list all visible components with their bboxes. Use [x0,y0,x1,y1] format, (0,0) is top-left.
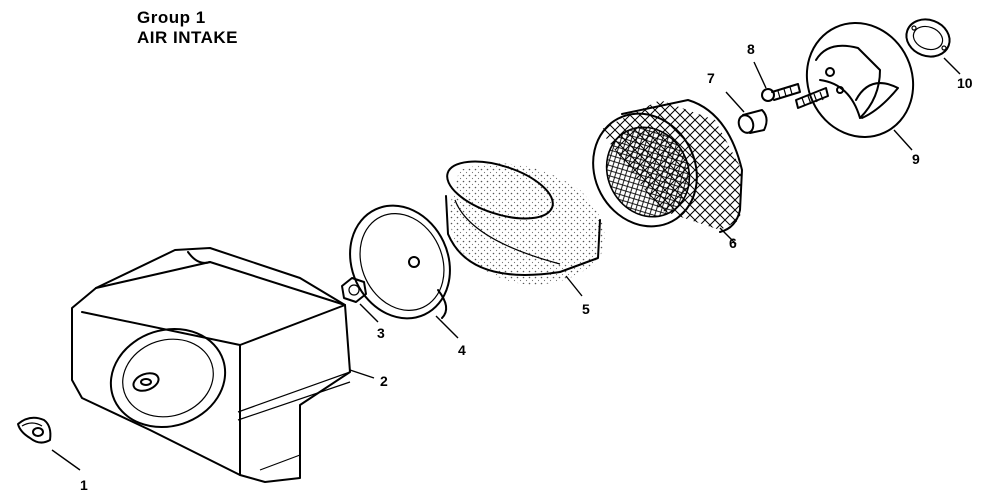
wing-nut-part [17,416,52,444]
leader-line-2 [349,369,375,379]
leader-line-1 [51,449,81,471]
back-plate-part [795,22,915,138]
callout-7: 7 [707,70,715,86]
spacer-part [737,109,768,134]
callout-10: 10 [957,75,973,91]
diagram-title-group: Group 1 [137,8,206,27]
leader-line-10 [943,57,961,75]
callout-3: 3 [377,325,385,341]
callout-1: 1 [80,477,88,493]
callout-9: 9 [912,151,920,167]
leader-line-4 [435,315,459,339]
callout-2: 2 [380,373,388,389]
pre-cleaner-part [445,160,605,285]
leader-line-6 [719,227,737,245]
callout-4: 4 [458,342,466,358]
leader-line-7 [725,91,745,113]
callout-6: 6 [729,235,737,251]
callout-8: 8 [747,41,755,57]
leader-line-9 [893,129,913,151]
screw-part [761,83,801,102]
cover-plate-part [349,204,451,320]
hex-nut-part [341,277,367,303]
air-filter-element-part [592,99,743,233]
callout-5: 5 [582,301,590,317]
leader-line-8 [753,61,767,89]
gasket-part [905,18,951,58]
air-cleaner-cover-part [71,247,351,483]
diagram-title-name: AIR INTAKE [137,28,239,47]
leader-line-3 [359,303,379,323]
leader-line-5 [565,275,583,297]
